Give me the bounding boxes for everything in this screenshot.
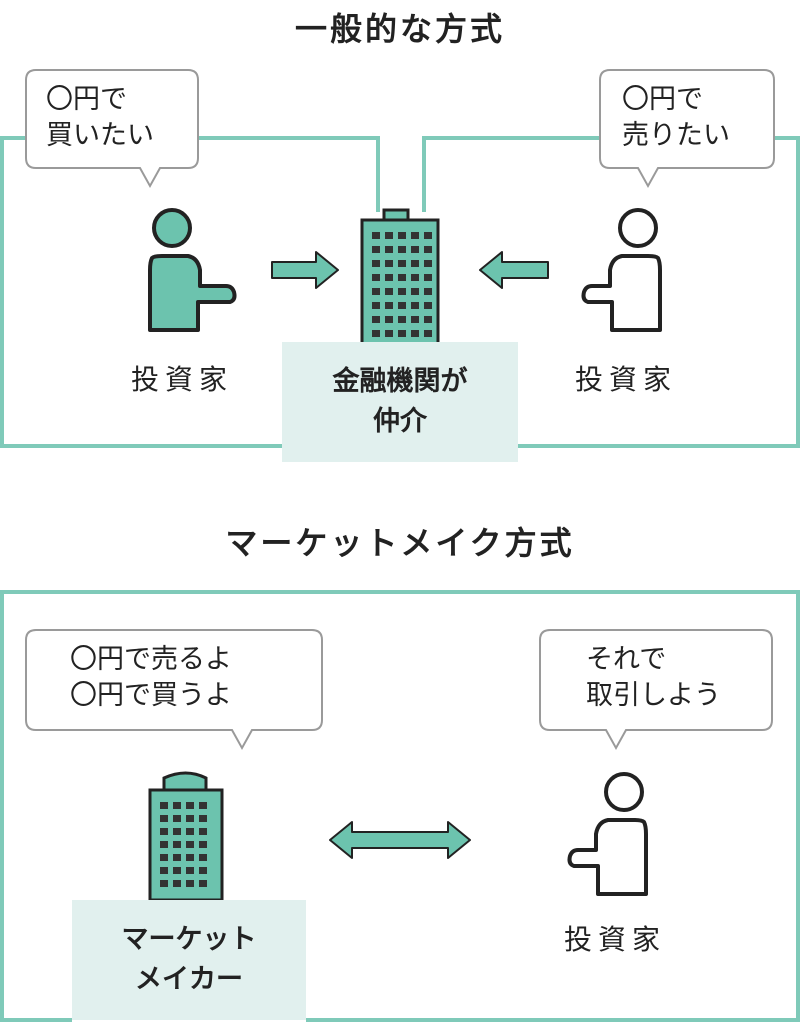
intermediary-label: 金融機関が 仲介 — [282, 342, 518, 462]
section1-frame-left-top — [198, 136, 380, 212]
section1-left-bubble-text: 〇円で 買いたい — [46, 84, 154, 151]
person-outline-icon — [567, 772, 648, 896]
section1-right-bubble-text: 〇円で 売りたい — [622, 84, 730, 151]
section2-right-bubble-shape — [539, 629, 773, 751]
section1-frame-right — [518, 136, 800, 448]
market-maker-label-line2: メイカー — [135, 964, 243, 995]
intermediary-label-line2: 仲介 — [373, 406, 427, 437]
section2-right-bubble-text: それで 取引しよう — [586, 644, 721, 711]
section2-left-bubble-text: 〇円で売るよ 〇円で買うよ — [70, 644, 232, 711]
section1-frame-right-top — [422, 136, 602, 212]
intermediary-label-line1: 金融機関が — [332, 366, 468, 397]
person-outline-icon — [581, 208, 662, 332]
building-icon — [360, 208, 440, 346]
section2-title: マーケットメイク方式 — [225, 524, 575, 562]
section2-investor-label: 投資家 — [563, 923, 666, 956]
person-filled-icon — [148, 208, 237, 332]
arrow-left-icon — [479, 251, 549, 289]
section1-right-bubble-shape — [599, 69, 775, 189]
market-maker-label-line1: マーケット — [121, 924, 257, 955]
market-maker-label: マーケット メイカー — [72, 900, 306, 1020]
section1-frame-left — [0, 136, 282, 448]
arrow-right-icon — [271, 251, 339, 289]
section2-frame-right — [2, 590, 800, 1022]
double-arrow-icon — [329, 821, 471, 859]
building-icon — [148, 771, 224, 902]
section1-left-investor-label: 投資家 — [130, 363, 233, 396]
section1-title: 一般的な方式 — [294, 10, 505, 48]
section1-right-investor-label: 投資家 — [574, 363, 677, 396]
section1-left-bubble-shape — [25, 69, 199, 189]
section2-left-bubble-shape — [25, 629, 323, 751]
